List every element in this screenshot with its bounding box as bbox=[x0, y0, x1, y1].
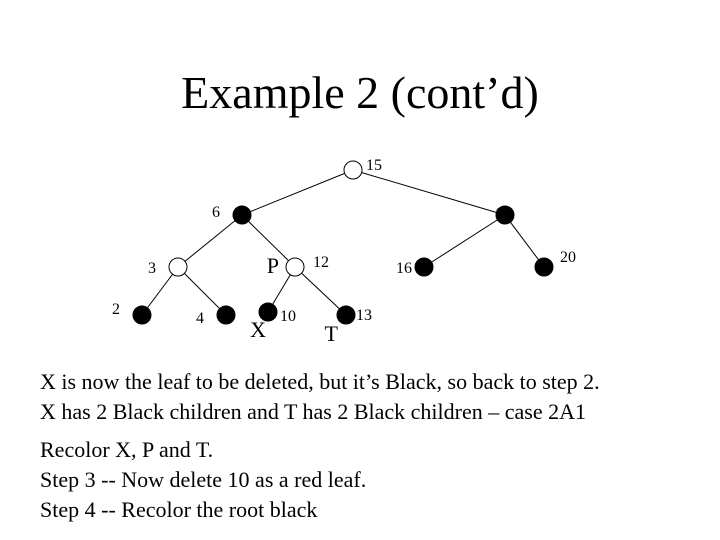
tree-node-10 bbox=[258, 302, 278, 322]
node-tag-P: P bbox=[267, 253, 279, 278]
explanation-block: X is now the leaf to be deleted, but it’… bbox=[40, 367, 600, 427]
tree-node-17 bbox=[495, 205, 515, 225]
node-value-label-3: 3 bbox=[148, 260, 156, 277]
node-value-label-10: 10 bbox=[280, 308, 296, 325]
tree-edge-17-16 bbox=[423, 214, 506, 268]
node-tag-T: T bbox=[325, 321, 339, 346]
node-value-label-20: 20 bbox=[560, 249, 576, 266]
tree-node-6 bbox=[232, 205, 252, 225]
node-value-label-2: 2 bbox=[112, 301, 120, 318]
step-line-3: Step 4 -- Recolor the root black bbox=[40, 497, 318, 522]
node-value-label-17: 17 bbox=[495, 205, 511, 222]
tree-edge-15-6 bbox=[241, 169, 354, 216]
tree-node-2 bbox=[132, 305, 152, 325]
tree-node-20 bbox=[534, 257, 554, 277]
tree-edge-3-2 bbox=[141, 266, 179, 316]
tree-node-16 bbox=[414, 257, 434, 277]
explanation-line-2: X has 2 Black children and T has 2 Black… bbox=[40, 399, 586, 424]
tree-edges bbox=[141, 169, 545, 316]
tree-node-3 bbox=[168, 257, 188, 277]
tree-node-4 bbox=[216, 305, 236, 325]
node-value-label-6: 6 bbox=[212, 204, 220, 221]
node-value-label-13: 13 bbox=[356, 307, 372, 324]
tree-edge-12-13 bbox=[294, 266, 347, 316]
step-line-1: Recolor X, P and T. bbox=[40, 437, 214, 462]
node-value-label-4: 4 bbox=[196, 310, 204, 327]
steps-block: Recolor X, P and T. Step 3 -- Now delete… bbox=[40, 435, 366, 525]
tree-edge-6-3 bbox=[177, 214, 243, 268]
node-tag-X: X bbox=[250, 317, 266, 342]
node-value-label-16: 16 bbox=[396, 260, 412, 277]
step-line-2: Step 3 -- Now delete 10 as a red leaf. bbox=[40, 467, 367, 492]
tree-edge-15-17 bbox=[352, 169, 506, 216]
tree-node-13 bbox=[336, 305, 356, 325]
explanation-line-1: X is now the leaf to be deleted, but it’… bbox=[40, 369, 600, 394]
slide-title: Example 2 (cont’d) bbox=[181, 67, 539, 118]
tree-nodes bbox=[132, 160, 554, 325]
tree-node-15 bbox=[343, 160, 363, 180]
tree-edge-6-12 bbox=[241, 214, 296, 268]
tree-edge-3-4 bbox=[177, 266, 227, 316]
node-value-label-12: 12 bbox=[313, 254, 329, 271]
tree-edge-17-20 bbox=[504, 214, 545, 268]
tree-node-12 bbox=[285, 257, 305, 277]
node-value-label-15: 15 bbox=[366, 157, 382, 174]
